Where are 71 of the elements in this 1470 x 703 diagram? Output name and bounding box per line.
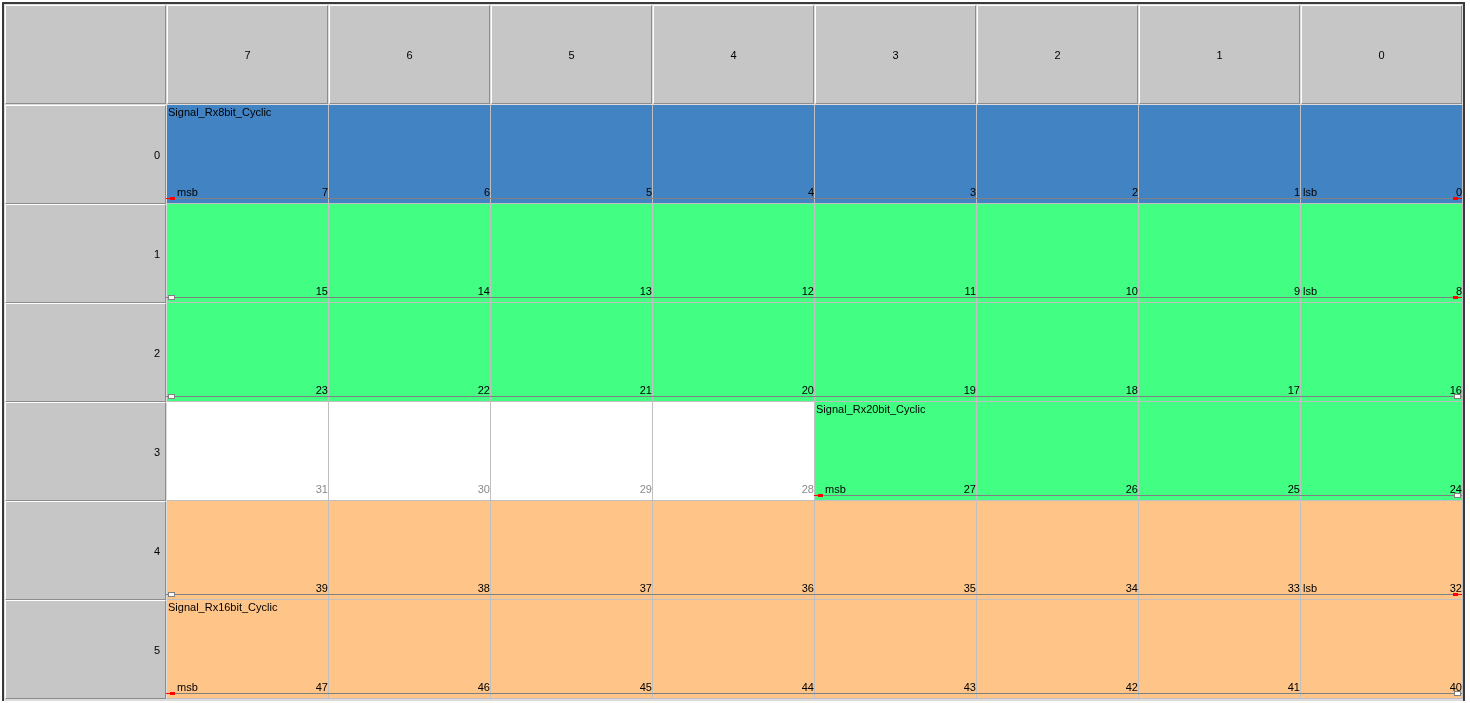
- bit-number: 29: [639, 483, 652, 495]
- bit-number: 27: [963, 483, 976, 495]
- row-header: 2: [5, 303, 166, 402]
- bit-number: 33: [1287, 582, 1300, 594]
- bit-number: 7: [321, 186, 328, 198]
- msb-label: msb: [825, 483, 846, 495]
- bit-number: 35: [963, 582, 976, 594]
- column-header: 3: [815, 5, 976, 104]
- bit-number: 32: [1449, 582, 1462, 594]
- bit-number: 25: [1287, 483, 1300, 495]
- bit-number: 17: [1287, 384, 1300, 396]
- lsb-label: lsb: [1303, 186, 1318, 198]
- column-header: 1: [1139, 5, 1300, 104]
- row-header: 0: [5, 105, 166, 204]
- bit-number: 16: [1449, 384, 1462, 396]
- row-header: 3: [5, 402, 166, 501]
- bit-number: 9: [1293, 285, 1300, 297]
- bit-number: 2: [1131, 186, 1138, 198]
- bit-number: 22: [477, 384, 490, 396]
- bit-number: 21: [639, 384, 652, 396]
- bit-number: 44: [801, 681, 814, 693]
- bit-number: 43: [963, 681, 976, 693]
- bit-number: 45: [639, 681, 652, 693]
- bit-number: 47: [315, 681, 328, 693]
- bit-number: 11: [964, 285, 976, 297]
- bit-number: 12: [801, 285, 814, 297]
- bit-number: 28: [801, 483, 814, 495]
- bit-number: 39: [315, 582, 328, 594]
- bit-number: 18: [1125, 384, 1138, 396]
- signal-name: Signal_Rx8bit_Cyclic: [168, 106, 272, 118]
- column-header: 0: [1301, 5, 1462, 104]
- bit-number: 26: [1125, 483, 1138, 495]
- bit-number: 3: [969, 186, 976, 198]
- bit-number: 42: [1125, 681, 1138, 693]
- bit-number: 36: [801, 582, 814, 594]
- bit-number: 30: [477, 483, 490, 495]
- bit-number: 37: [639, 582, 652, 594]
- signal-name: Signal_Rx20bit_Cyclic: [816, 403, 926, 415]
- bit-number: 38: [477, 582, 490, 594]
- bit-number: 1: [1293, 186, 1300, 198]
- bit-number: 6: [483, 186, 490, 198]
- row-header: 5: [5, 600, 166, 699]
- bit-number: 5: [645, 186, 652, 198]
- column-header: 5: [491, 5, 652, 104]
- bit-number: 8: [1455, 285, 1462, 297]
- row-header: 4: [5, 501, 166, 600]
- bit-number: 13: [639, 285, 652, 297]
- bit-number: 15: [315, 285, 328, 297]
- bit-number: 0: [1455, 186, 1462, 198]
- bit-number: 4: [807, 186, 814, 198]
- column-header: 2: [977, 5, 1138, 104]
- row-header: 1: [5, 204, 166, 303]
- bit-number: 19: [963, 384, 976, 396]
- bit-number: 24: [1449, 483, 1462, 495]
- bit-number: 31: [315, 483, 328, 495]
- lsb-label: lsb: [1303, 285, 1318, 297]
- bit-number: 10: [1125, 285, 1138, 297]
- bit-number: 23: [315, 384, 328, 396]
- bit-number: 14: [477, 285, 490, 297]
- msb-label: msb: [177, 681, 198, 693]
- column-header: 6: [329, 5, 490, 104]
- bit-number: 46: [477, 681, 490, 693]
- bit-number: 34: [1125, 582, 1138, 594]
- bit-number: 41: [1287, 681, 1300, 693]
- column-header: 4: [653, 5, 814, 104]
- lsb-label: lsb: [1303, 582, 1318, 594]
- column-header: 7: [167, 5, 328, 104]
- msb-label: msb: [177, 186, 198, 198]
- signal-name: Signal_Rx16bit_Cyclic: [168, 601, 278, 613]
- bit-number: 20: [801, 384, 814, 396]
- bit-number: 40: [1449, 681, 1462, 693]
